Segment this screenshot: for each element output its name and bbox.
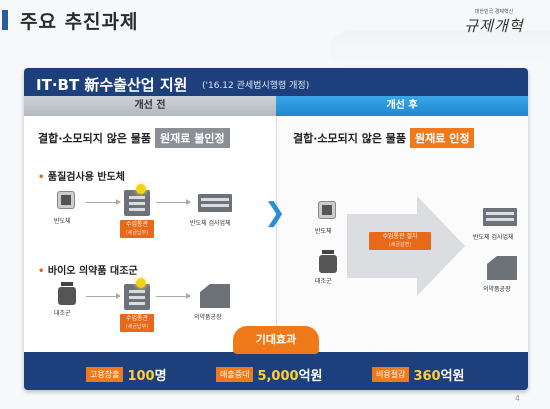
metric-unit: 억원 (440, 369, 465, 384)
metric-number: 360 (413, 369, 441, 384)
after-material2-label: 대조군 (315, 278, 332, 285)
case2-title: • 바이오 의약품 대조군 (38, 262, 138, 277)
lab-icon (198, 194, 232, 212)
customs-building-icon (124, 284, 150, 310)
metric-label: 매출증대 (216, 367, 254, 382)
lightbulb-icon (136, 184, 146, 194)
case2-title-text: 바이오 의약품 대조군 (47, 266, 138, 277)
before-tag: 원재료 불인정 (155, 128, 230, 148)
panel-title: IT·BT 新수출산업 지원 (36, 76, 188, 94)
arrow-icon (156, 293, 191, 299)
metric-value: 100명 (127, 365, 166, 384)
chip-icon (58, 192, 74, 208)
bottle-icon (319, 250, 337, 273)
after-customs-box: 수입통관 절차 (세금감면) (369, 232, 431, 250)
arrow-icon (86, 199, 121, 205)
sky-decoration (330, 30, 550, 70)
factory-icon (200, 284, 230, 308)
case1-customs-note: (세금납부) (125, 230, 149, 236)
effects-badge: 기대효과 (233, 326, 319, 354)
bullet-icon: • (38, 266, 45, 277)
case1-customs-box: 수입통관 (세금납부) (120, 220, 154, 238)
case2-customs-label: 수입통관 (125, 315, 149, 322)
after-headline-text: 결합·소모되지 않은 물품 (293, 132, 407, 145)
case2-destination-label: 의약품공장 (194, 314, 222, 321)
logo-caption: 대한민국 경제혁신 (474, 9, 514, 15)
after-customs-label: 수입통관 절차 (382, 233, 418, 240)
after-customs-note: (세금감면) (388, 242, 412, 248)
title-accent-bar (2, 10, 8, 30)
case1-title-text: 품질검사용 반도체 (47, 172, 125, 183)
case2-customs-box: 수입통관 (세금납부) (120, 314, 154, 332)
arrow-icon (156, 199, 191, 205)
metric-unit: 억원 (298, 369, 323, 384)
logo: 대한민국 경제혁신 규제개혁 (456, 8, 532, 40)
tab-after: 개선 후 (276, 96, 528, 116)
metric-number: 5,000 (257, 369, 299, 384)
lightbulb-icon (136, 278, 146, 288)
logo-wordmark: 규제개혁 (464, 17, 524, 35)
page-title: 주요 추진과제 (20, 11, 139, 33)
chevron-right-icon: ❯ (264, 198, 286, 228)
metric-value: 360억원 (413, 365, 464, 384)
lab-icon (483, 208, 517, 226)
case1-destination-label: 반도체 검사업체 (190, 220, 231, 227)
case2-customs-note: (세금납부) (125, 324, 149, 330)
case2-material-label: 대조군 (54, 310, 71, 317)
after-material1-label: 반도체 (315, 228, 332, 235)
arrow-icon (86, 293, 121, 299)
chip-icon (319, 202, 335, 218)
tab-before: 개선 전 (24, 96, 276, 116)
case1-title: • 품질검사용 반도체 (38, 168, 125, 183)
case1-customs-label: 수입통관 (125, 221, 149, 228)
main-panel: IT·BT 新수출산업 지원 ('16.12 관세법시행령 개정) 개선 전 개… (24, 68, 528, 390)
factory-icon (487, 256, 517, 280)
metric-label: 고용창출 (86, 367, 124, 382)
after-destination1-label: 반도체 검사업체 (473, 234, 514, 241)
case1-material-label: 반도체 (54, 218, 71, 225)
panel-subtitle: ('16.12 관세법시행령 개정) (202, 81, 310, 91)
metric-unit: 명 (154, 369, 167, 384)
after-tag: 원재료 인정 (410, 128, 475, 148)
bottle-icon (58, 282, 76, 305)
page-number: 4 (514, 394, 520, 403)
metric-label: 비용절감 (372, 367, 410, 382)
bullet-icon: • (38, 172, 45, 183)
before-headline-text: 결합·소모되지 않은 물품 (38, 132, 152, 145)
customs-building-icon (124, 190, 150, 216)
metric-value: 5,000억원 (257, 365, 322, 384)
metric-number: 100 (127, 369, 155, 384)
after-destination2-label: 의약품공장 (483, 286, 511, 293)
